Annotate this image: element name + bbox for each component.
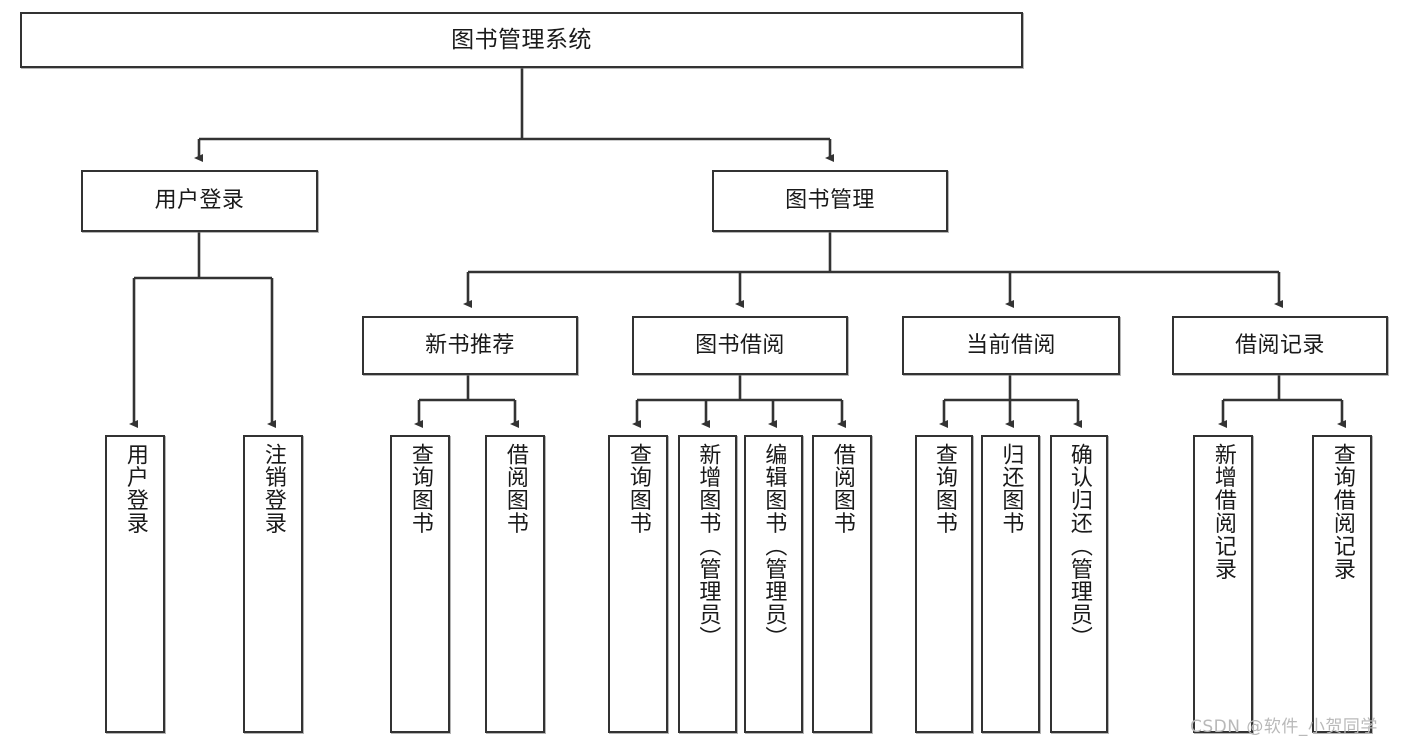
node-root-system[interactable]: 图书管理系统: [20, 12, 1023, 68]
leaf-query-book-current[interactable]: 查询图书: [915, 435, 973, 733]
leaf-user-login[interactable]: 用户登录: [105, 435, 165, 733]
leaf-add-book-admin[interactable]: 新增图书（管理员）: [678, 435, 737, 733]
leaf-confirm-return-admin[interactable]: 确认归还（管理员）: [1050, 435, 1108, 733]
node-current-borrow[interactable]: 当前借阅: [902, 316, 1120, 375]
node-label: 注销登录: [260, 443, 286, 535]
node-label: 借阅图书: [502, 443, 528, 535]
node-label: 借阅图书: [829, 443, 855, 535]
node-label: 查询图书: [407, 443, 433, 535]
node-label: 新书推荐: [425, 332, 515, 358]
node-label: 查询图书: [625, 443, 651, 535]
leaf-query-book-borrow[interactable]: 查询图书: [608, 435, 668, 733]
leaf-return-book[interactable]: 归还图书: [981, 435, 1040, 733]
node-label: 查询图书: [931, 443, 957, 535]
node-label: 图书管理系统: [451, 26, 592, 53]
node-new-book-recommend[interactable]: 新书推荐: [362, 316, 578, 375]
node-label: 图书管理: [785, 188, 875, 214]
node-label: 归还图书: [998, 443, 1024, 535]
node-label: 图书借阅: [695, 332, 785, 358]
node-label: 确认归还（管理员）: [1066, 443, 1092, 649]
node-label: 借阅记录: [1235, 332, 1325, 358]
node-label: 用户登录: [154, 188, 245, 214]
node-label: 查询借阅记录: [1329, 443, 1355, 581]
node-label: 编辑图书（管理员）: [761, 443, 787, 649]
node-book-borrow[interactable]: 图书借阅: [632, 316, 848, 375]
leaf-query-book-new[interactable]: 查询图书: [390, 435, 450, 733]
leaf-borrow-book[interactable]: 借阅图书: [812, 435, 872, 733]
node-label: 新增图书（管理员）: [695, 443, 721, 649]
node-book-management[interactable]: 图书管理: [712, 170, 948, 232]
node-user-login[interactable]: 用户登录: [81, 170, 318, 232]
node-label: 用户登录: [122, 443, 148, 535]
node-label: 当前借阅: [966, 332, 1056, 358]
leaf-query-borrow-record[interactable]: 查询借阅记录: [1312, 435, 1372, 733]
leaf-borrow-book-new[interactable]: 借阅图书: [485, 435, 545, 733]
node-borrow-record[interactable]: 借阅记录: [1172, 316, 1388, 375]
node-label: 新增借阅记录: [1210, 443, 1236, 581]
leaf-add-borrow-record[interactable]: 新增借阅记录: [1193, 435, 1253, 733]
csdn-watermark: CSDN @软件_小贺同学: [1190, 717, 1378, 737]
leaf-logout[interactable]: 注销登录: [243, 435, 303, 733]
leaf-edit-book-admin[interactable]: 编辑图书（管理员）: [744, 435, 803, 733]
